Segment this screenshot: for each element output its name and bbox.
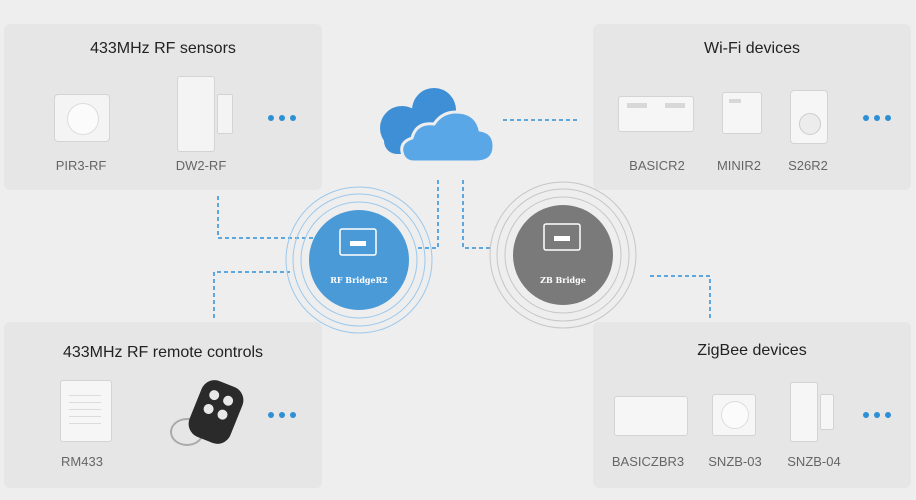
snzb03-sensor-icon: [712, 394, 756, 436]
rf-bridge-hub: RF BridgeR2: [284, 185, 434, 335]
device-label: DW2-RF: [175, 158, 227, 173]
signal-rings: [285, 186, 433, 334]
panel-title: ZigBee devices: [697, 342, 807, 359]
device-label: BASICR2: [629, 158, 685, 173]
panel-title: 433MHz RF remote controls: [62, 344, 264, 361]
more-dots-icon: [268, 412, 296, 418]
device-label: PIR3-RF: [55, 158, 107, 173]
s26r2-plug-icon: [790, 90, 828, 144]
wall-remote-icon: [60, 380, 112, 442]
panel-title: 433MHz RF sensors: [90, 40, 236, 57]
panel-title: Wi-Fi devices: [703, 40, 800, 57]
device-label: MINIR2: [716, 158, 762, 173]
snzb04-sensor-icon: [790, 382, 836, 442]
zb-bridge-hub: ZB Bridge: [488, 180, 638, 330]
hub-label: RF BridgeR2: [330, 275, 388, 285]
pir-sensor-icon: [54, 94, 110, 142]
keyfob-remote-icon: [160, 375, 248, 452]
device-label: S26R2: [788, 158, 828, 173]
device-label: BASICZBR3: [611, 454, 685, 469]
more-dots-icon: [863, 115, 891, 121]
device-label: RM433: [61, 454, 103, 469]
door-sensor-icon: [177, 76, 233, 152]
basiczbr3-device-icon: [614, 396, 688, 436]
signal-rings: [489, 181, 637, 329]
basicr2-device-icon: [618, 96, 694, 132]
device-label: SNZB-04: [787, 454, 841, 469]
more-dots-icon: [863, 412, 891, 418]
hub-label: ZB Bridge: [540, 275, 586, 285]
more-dots-icon: [268, 115, 296, 121]
cloud-icon: [380, 88, 496, 164]
rf-remotes-panel: 433MHz RF remote controls: [4, 322, 322, 488]
minir2-device-icon: [722, 92, 762, 134]
device-label: SNZB-03: [708, 454, 762, 469]
